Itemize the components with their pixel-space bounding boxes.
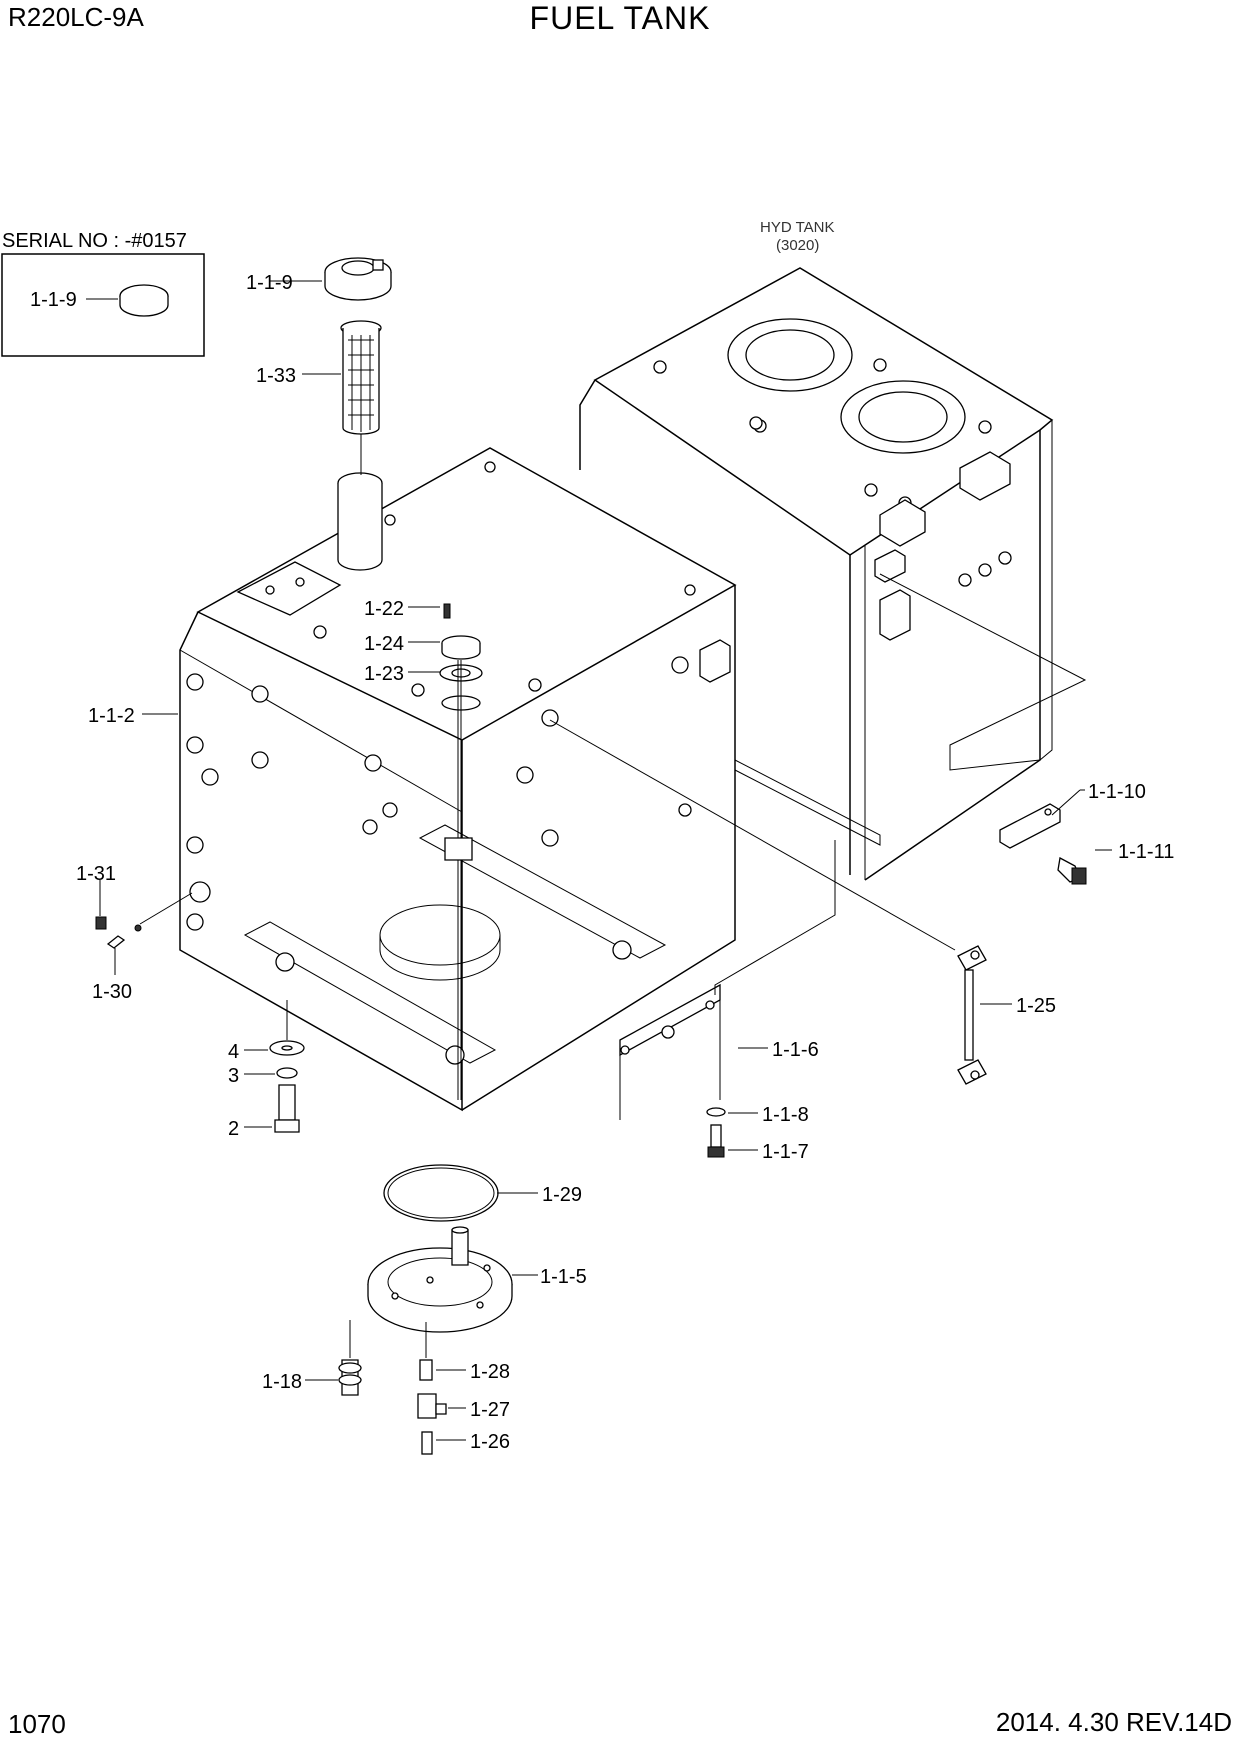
- callout-1-1-9: 1-1-9: [246, 272, 293, 294]
- model-number: R220LC-9A: [8, 2, 144, 32]
- drain-plug-parts: [95, 916, 142, 949]
- callout-2: 2: [228, 1118, 239, 1140]
- plate-washer-bolt: [706, 1107, 726, 1158]
- callout-1-1-10: 1-1-10: [1088, 781, 1146, 803]
- callout-1-29: 1-29: [542, 1184, 582, 1206]
- page-number: 1070: [8, 1709, 66, 1739]
- stud-bolt: [338, 1359, 362, 1396]
- callout-1-25: 1-25: [1016, 995, 1056, 1017]
- fuel-tank-body: [179, 447, 881, 1120]
- hyd-tank-label: HYD TANK: [760, 219, 834, 236]
- fuel-sender-unit: [439, 603, 483, 1100]
- revision-date: 2014. 4.30 REV.14D: [995, 1707, 1232, 1737]
- bottom-flange-cover: [367, 1226, 513, 1333]
- callout-1-1-11: 1-1-11: [1118, 841, 1174, 863]
- callout-1-31: 1-31: [76, 863, 116, 885]
- serial-inset-box: [1, 253, 205, 357]
- callout-1-1-6: 1-1-6: [772, 1039, 819, 1061]
- callout-1-27: 1-27: [470, 1399, 510, 1421]
- callout-1-33: 1-33: [256, 365, 296, 387]
- serial-note: SERIAL NO : -#0157: [2, 230, 187, 252]
- callout-1-23: 1-23: [364, 663, 404, 685]
- fuel-cap: [324, 257, 392, 301]
- callout-1-28: 1-28: [470, 1361, 510, 1383]
- mounting-bolt-set: [269, 1040, 305, 1133]
- callout-1-18: 1-18: [262, 1371, 302, 1393]
- callout-1-1-2: 1-1-2: [88, 705, 135, 727]
- hydraulic-tank: [579, 267, 1087, 881]
- callout-1-1-5: 1-1-5: [540, 1266, 587, 1288]
- hyd-tank-ref: (3020): [776, 237, 819, 254]
- o-ring: [383, 1164, 499, 1222]
- page-title: FUEL TANK: [529, 0, 711, 36]
- sight-gauge-rod: [957, 945, 987, 1085]
- inset-cap-part: [119, 284, 169, 317]
- callout-3: 3: [228, 1065, 239, 1087]
- bracket-and-bolt: [999, 803, 1087, 885]
- callout-1-22: 1-22: [364, 598, 404, 620]
- drain-fittings: [417, 1359, 447, 1455]
- callout-1-1-9-inset: 1-1-9: [30, 289, 77, 311]
- callout-1-1-8: 1-1-8: [762, 1104, 809, 1126]
- callout-1-30: 1-30: [92, 981, 132, 1003]
- callout-4: 4: [228, 1041, 239, 1063]
- callout-1-26: 1-26: [470, 1431, 510, 1453]
- callout-1-1-7: 1-1-7: [762, 1141, 809, 1163]
- fuel-strainer: [340, 320, 382, 435]
- callout-1-24: 1-24: [364, 633, 404, 655]
